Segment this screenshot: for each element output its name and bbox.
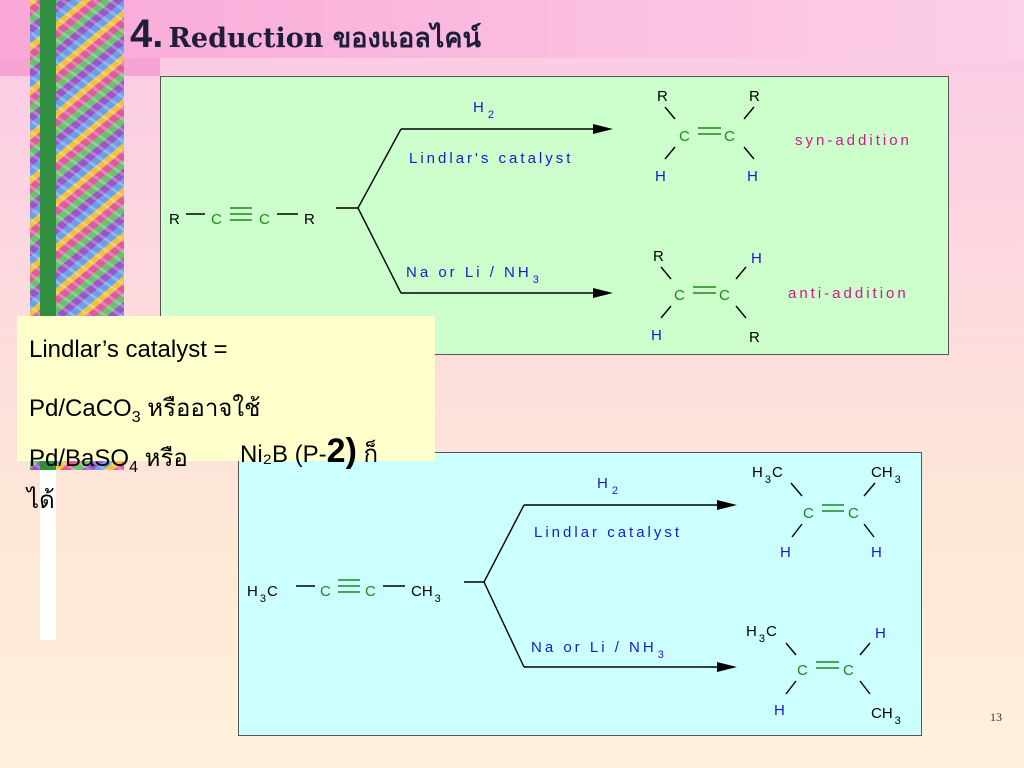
upper-catalyst: Lindlar's catalyst [409,150,573,167]
reactant2-c1: C [320,583,331,600]
lower-product-bottom-left: H [651,327,662,344]
upper2-product-c2: C [848,505,859,522]
arrow2-head-lower [717,662,737,672]
arrow-head-upper [593,124,613,134]
upper2-catalyst: Lindlar catalyst [534,524,682,541]
lower2-reagent: Na or Li / NH3 [531,639,667,661]
note-overflow-text: ได้ [27,487,55,514]
note-line-1: Lindlar’s catalyst = [29,336,228,363]
upper2-product-c1: C [803,505,814,522]
lower-product-top-left: R [653,248,664,265]
page-number: 13 [990,710,1002,724]
reactant-c2: C [259,211,270,228]
note-line-3: Pd/BaSO4 หรือ [29,445,188,476]
white-stripe [40,470,56,640]
reactant2-c2: C [365,583,376,600]
lower2-product-bl: H [774,702,785,719]
arrow2-head-upper [717,500,737,510]
note-line-2: Pd/CaCO3 หรืออาจใช้ [29,395,261,426]
upper-product-top-right: R [749,88,760,105]
anti-addition-label: anti-addition [788,285,909,302]
note-line-3-cutoff: Ni₂B (P-2) ก็ [240,432,379,470]
upper-product-bottom-left: H [655,168,666,185]
top-band [0,0,1024,58]
lower-reagent: Na or Li / NH3 [406,264,542,286]
lower-product-bottom-right: R [749,329,760,346]
reactant-c1: C [211,211,222,228]
upper-product-c1: C [679,128,690,145]
catalyst-note: Lindlar’s catalyst = Pd/CaCO3 หรืออาจใช้… [17,316,435,476]
upper-product-top-left: R [657,88,668,105]
title-text: Reduction ของแอลไคน์ [168,23,481,54]
upper-product-c2: C [724,128,735,145]
upper2-product-br: H [871,544,882,561]
arrow-head-lower [593,288,613,298]
lower-product-top-right: H [751,250,762,267]
reactant-r-right: R [304,211,315,228]
upper-product-bottom-right: H [747,168,758,185]
syn-addition-label: syn-addition [795,132,912,149]
lower-product-c2: C [719,287,730,304]
lower-product-c1: C [674,287,685,304]
lower2-product-tr: H [875,625,886,642]
reactant-r-left: R [169,211,180,228]
lower2-product-c2: C [843,662,854,679]
lower2-product-c1: C [797,662,808,679]
upper2-product-bl: H [780,544,791,561]
slide-title: 4. Reduction ของแอลไคน์ [130,12,481,59]
title-number: 4. [130,12,164,56]
